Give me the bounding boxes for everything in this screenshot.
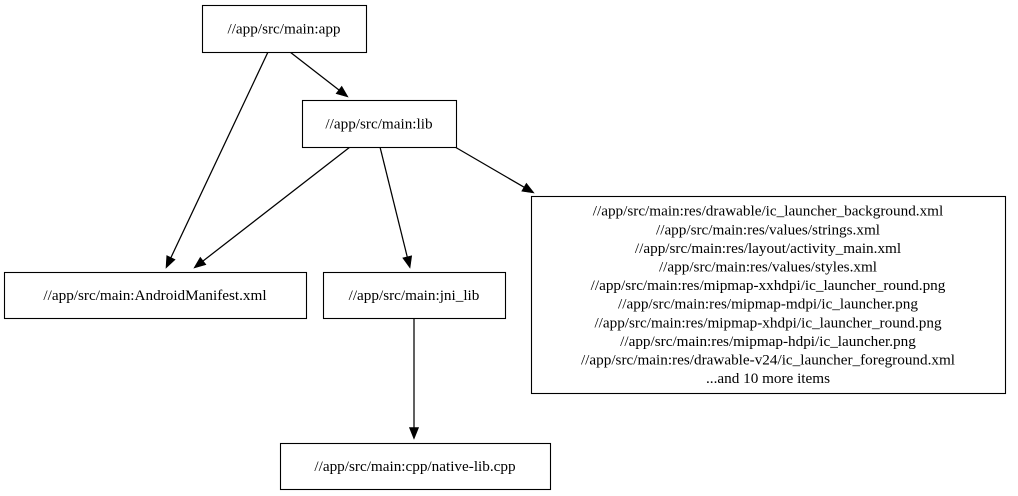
node-box[interactable] [322,271,507,320]
node-box[interactable] [201,4,368,54]
edge-app-to-manifest [165,51,269,269]
node-label-line: //app/src/main:res/layout/activity_main.… [635,240,901,257]
edge-line [289,51,341,92]
node-label-line: //app/src/main:cpp/native-lib.cpp [314,458,515,475]
node-label-line: ...and 10 more items [706,370,830,387]
node-label-line: //app/src/main:AndroidManifest.xml [43,287,266,304]
node-box[interactable] [3,271,308,320]
node-layer: //app/src/main:app //app/src/main:lib //ap… [3,4,1007,491]
node-label-line: //app/src/main:res/mipmap-mdpi/ic_launch… [618,296,918,313]
edge-jni-lib-to-native [408,318,420,440]
node-box[interactable] [530,195,1007,395]
node-label-line: //app/src/main:res/values/strings.xml [656,221,880,238]
node-label-line: //app/src/main:res/mipmap-xhdpi/ic_launc… [594,314,942,331]
node-label-line: //app/src/main:res/drawable-v24/ic_launc… [581,352,955,369]
node-label-line: //app/src/main:lib [325,115,433,132]
graph-node-jni_lib[interactable]: //app/src/main:jni_lib [322,271,507,320]
node-label-line: //app/src/main:jni_lib [349,287,480,304]
edge-app-to-lib [289,51,349,98]
arrowhead-icon [521,182,535,194]
node-box[interactable] [301,99,458,149]
arrowhead-icon [193,256,207,269]
edge-lib-to-manifest [193,146,351,269]
arrowhead-icon [335,85,349,98]
node-label-line: //app/src/main:app [227,20,340,37]
node-label-line: //app/src/main:res/values/styles.xml [659,259,877,276]
node-label-line: //app/src/main:res/drawable/ic_launcher_… [593,203,943,220]
arrowhead-icon [408,427,420,440]
node-box[interactable] [279,442,552,491]
graph-node-lib[interactable]: //app/src/main:lib [301,99,458,149]
edge-line [379,146,409,259]
edge-lib-to-jni-lib [379,146,413,269]
edge-line [201,146,351,263]
arrowhead-icon [165,255,176,269]
graph-node-manifest[interactable]: //app/src/main:AndroidManifest.xml [3,271,308,320]
edge-layer [165,51,535,440]
graph-node-resources[interactable]: //app/src/main:res/drawable/ic_launcher_… [530,195,1007,395]
edge-line [169,51,269,260]
edge-line [454,146,526,189]
arrowhead-icon [402,255,413,269]
graph-node-native_lib[interactable]: //app/src/main:cpp/native-lib.cpp [279,442,552,491]
graph-node-app[interactable]: //app/src/main:app [201,4,368,54]
node-label-line: //app/src/main:res/mipmap-hdpi/ic_launch… [620,333,916,350]
edge-lib-to-resources [454,146,535,194]
node-label-line: //app/src/main:res/mipmap-xxhdpi/ic_laun… [591,277,946,294]
